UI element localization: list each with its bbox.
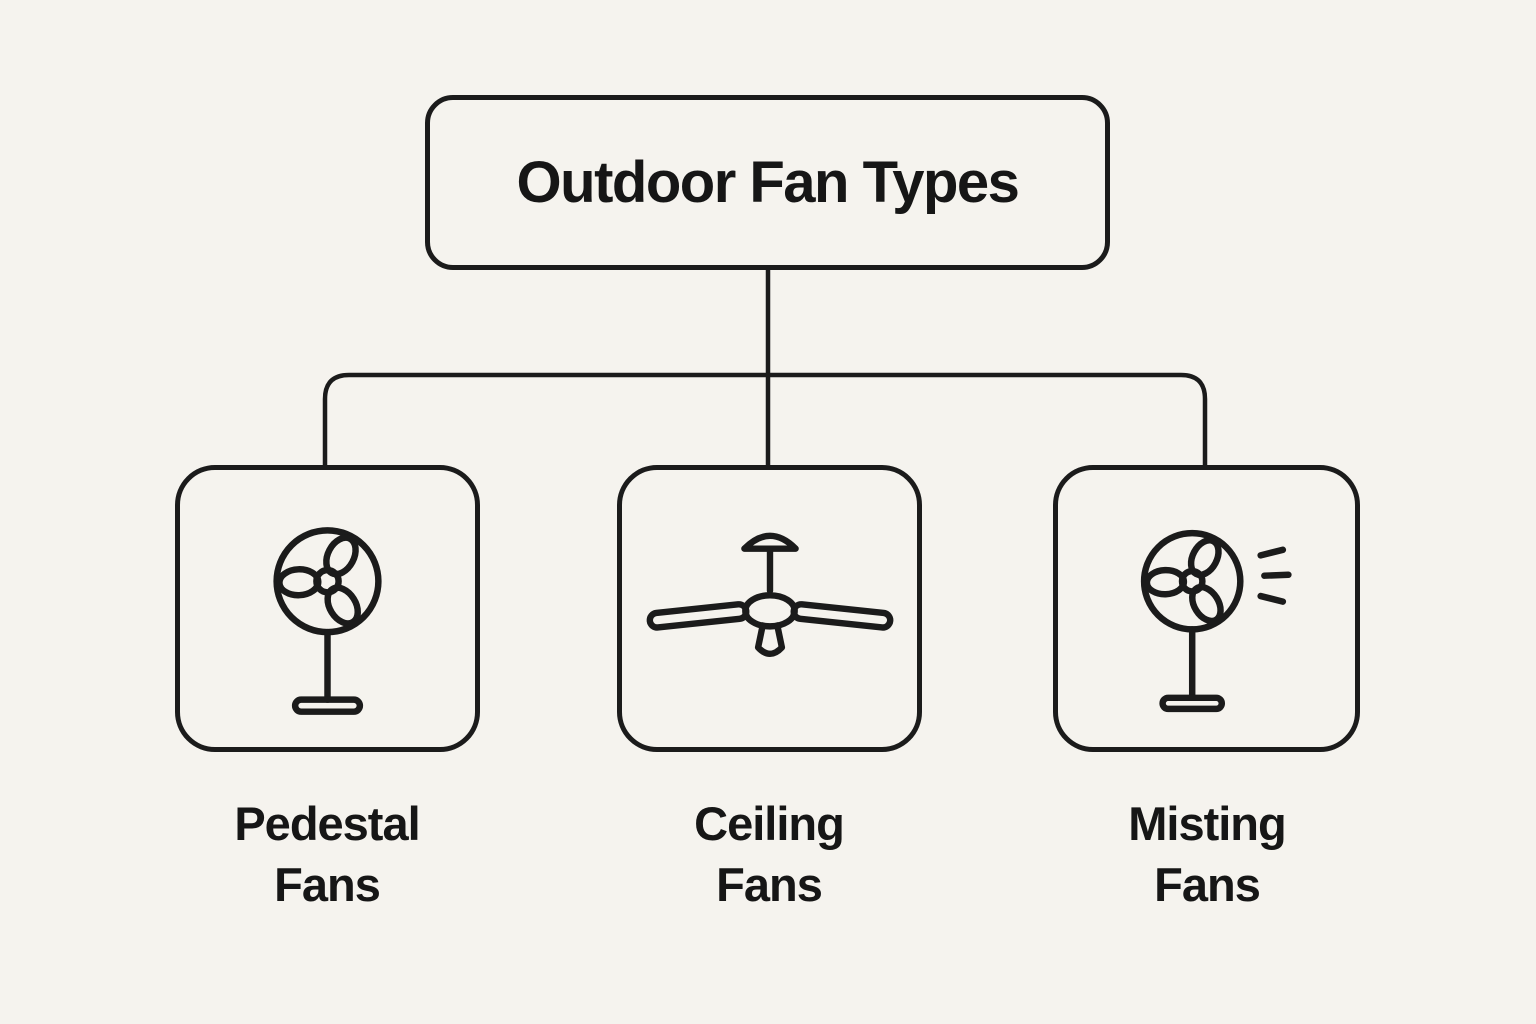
- misting-fan-icon: [1140, 529, 1292, 712]
- ceiling-fan-icon: [646, 532, 893, 657]
- label-pedestal-line2: Fans: [274, 858, 381, 912]
- node-ceiling-fans: [617, 465, 922, 752]
- node-pedestal-fans: [175, 465, 480, 752]
- label-pedestal-line1: Pedestal: [234, 797, 420, 850]
- label-pedestal-fans: Pedestal Fans: [147, 793, 507, 915]
- label-ceiling-line2: Fans: [716, 858, 823, 912]
- node-misting-fans: [1053, 465, 1360, 752]
- label-misting-line1: Misting: [1128, 797, 1286, 850]
- root-node-outdoor-fan-types: Outdoor Fan Types: [425, 95, 1110, 270]
- diagram-title: Outdoor Fan Types: [516, 150, 1020, 215]
- pedestal-fan-icon: [273, 526, 382, 715]
- label-misting-line2: Fans: [1154, 858, 1261, 912]
- label-ceiling-line1: Ceiling: [694, 797, 845, 850]
- label-misting-fans: Misting Fans: [1027, 793, 1387, 915]
- label-ceiling-fans: Ceiling Fans: [589, 793, 949, 915]
